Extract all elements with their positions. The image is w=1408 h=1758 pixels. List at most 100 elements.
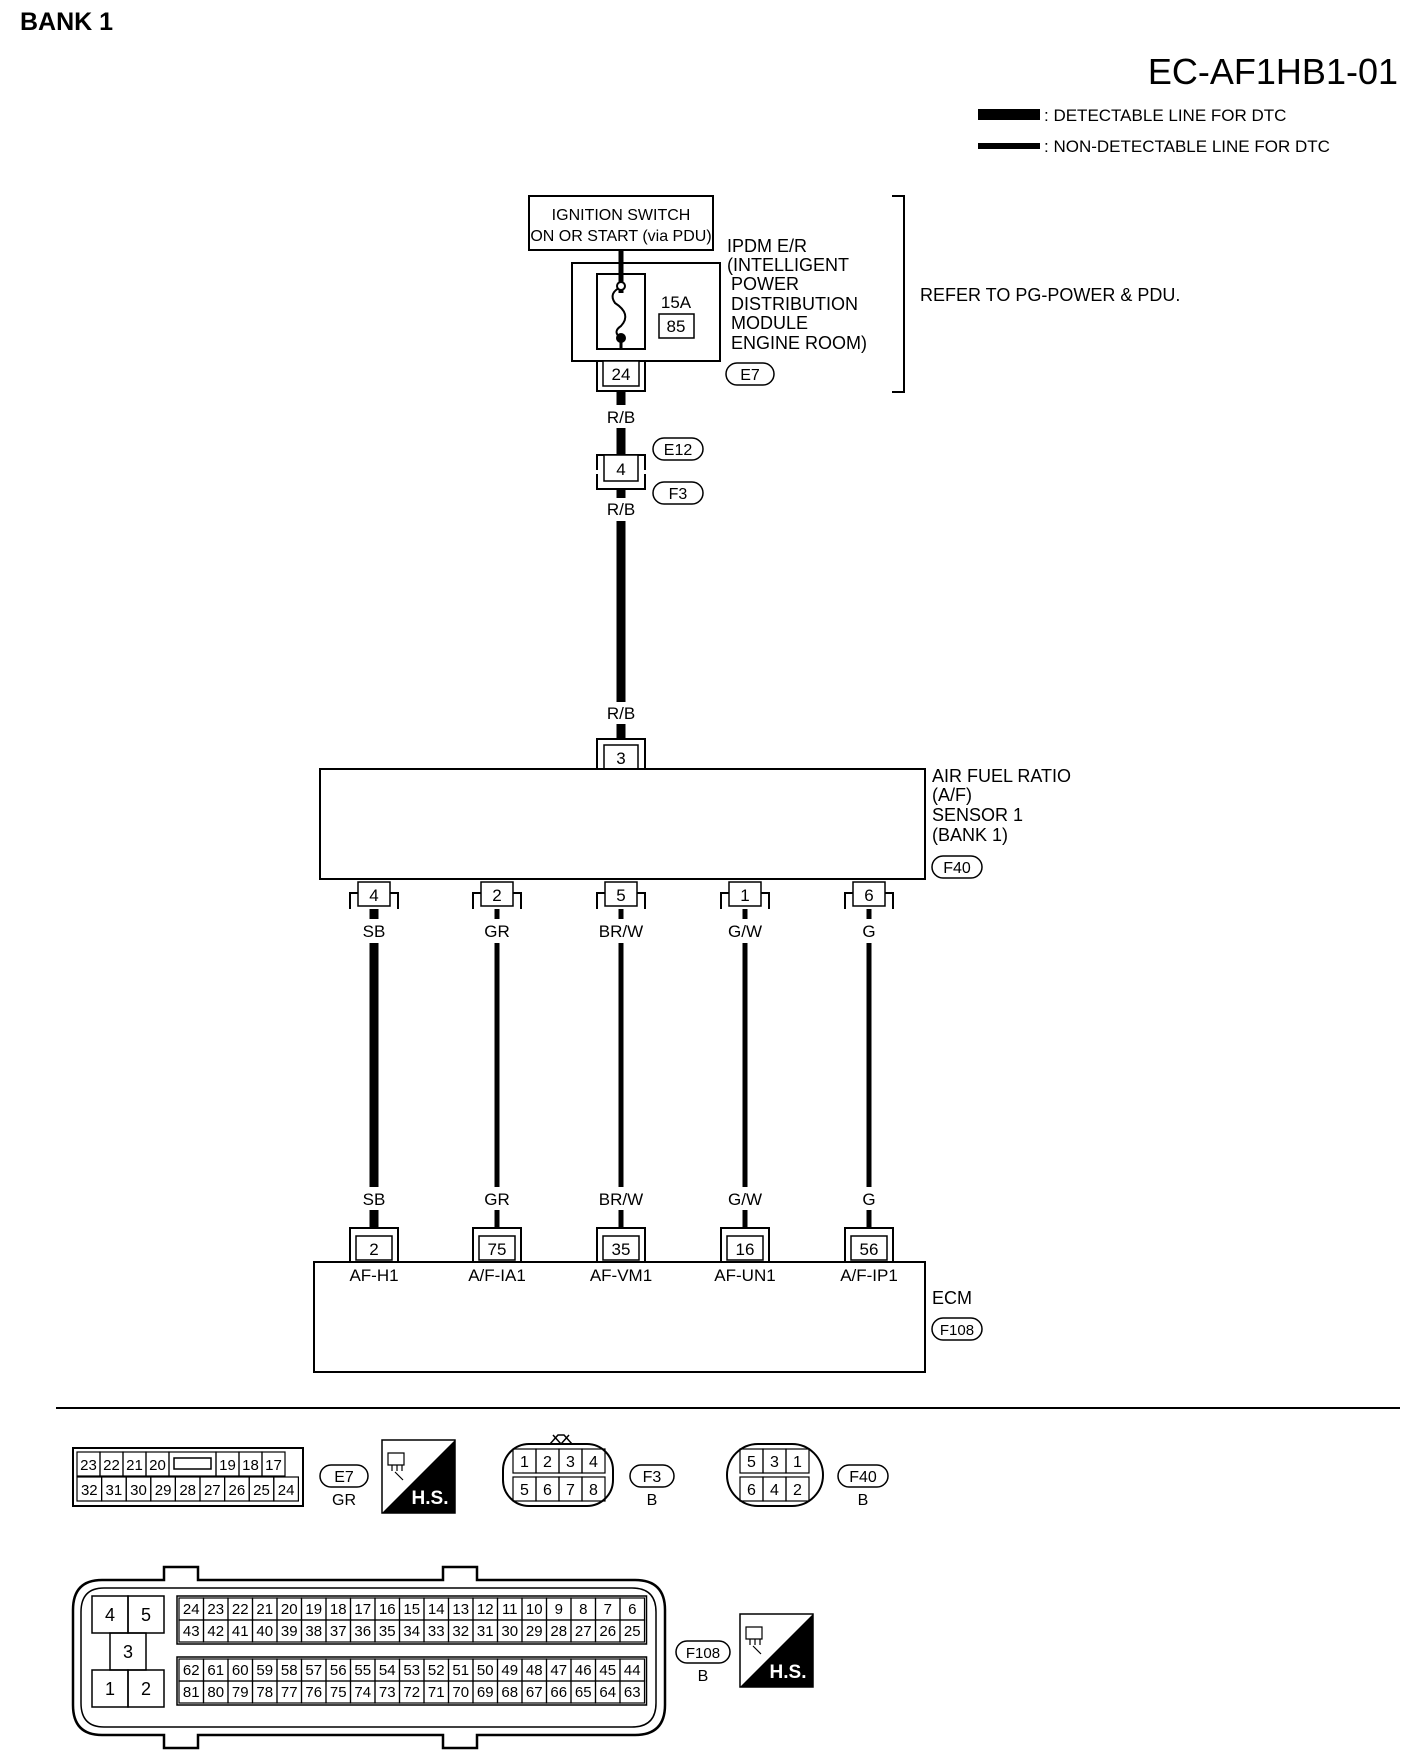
f108-terminal-number: 4 (105, 1605, 115, 1625)
e7-connector-id: E7 (334, 1469, 354, 1486)
hs-icon-label: H.S. (770, 1662, 807, 1683)
e7-terminal-cell (168, 1451, 217, 1477)
ipdm-terminal-box (602, 360, 640, 387)
f108-terminal-number: 80 (207, 1684, 224, 1701)
f108-upper-block (176, 1595, 648, 1645)
f40-terminal-number: 6 (747, 1482, 756, 1499)
f108-terminal-number: 66 (550, 1684, 567, 1701)
f3-terminal-number: 4 (589, 1454, 598, 1471)
refer-note: REFER TO PG-POWER & PDU. (920, 285, 1180, 305)
fuse-number: 85 (667, 317, 686, 336)
f3-terminal-cell (581, 1476, 606, 1502)
f108-terminal-number: 26 (599, 1623, 616, 1640)
ecm-pin-bracket (844, 1227, 894, 1262)
f108-terminal-number: 1 (105, 1679, 115, 1699)
e7-connector-badge (319, 1464, 369, 1488)
ecm-pin-number: 16 (736, 1240, 755, 1259)
f108-terminal-number: 43 (183, 1623, 200, 1640)
f108-terminal-number: 58 (281, 1662, 298, 1679)
harness-side-icon: H.S. (381, 1439, 456, 1514)
e7-terminal-number: 23 (80, 1457, 97, 1474)
e7-terminal-number: 29 (155, 1482, 172, 1499)
ipdm-line3: POWER (731, 274, 799, 294)
f108-terminal-number: 34 (403, 1623, 420, 1640)
f108-terminal-number: 54 (379, 1662, 396, 1679)
f108-terminal-number: 50 (477, 1662, 494, 1679)
f108-terminal-number: 31 (477, 1623, 494, 1640)
f108-terminal-number: 33 (428, 1623, 445, 1640)
f108-terminal-number: 42 (207, 1623, 224, 1640)
ecm-pin-bracket (720, 1227, 770, 1262)
wire-color-label-top: GR (484, 922, 510, 941)
ecm-pin-number: 2 (369, 1240, 378, 1259)
ecm-connector-id: F108 (940, 1322, 974, 1339)
e7-blank-slot (173, 1457, 212, 1470)
wire-color-label-top: BR/W (599, 922, 643, 941)
f108-terminal-number: 56 (330, 1662, 347, 1679)
e7-terminal-cell (261, 1451, 286, 1477)
f3-terminal-cell (581, 1448, 606, 1474)
f108-terminal-cell (619, 1680, 646, 1704)
ecm-pin-bracket (472, 1227, 522, 1262)
e7-terminal-number: 31 (106, 1482, 123, 1499)
f108-terminal-number: 23 (207, 1601, 224, 1618)
power-wire-color-bottom: R/B (607, 704, 635, 723)
f108-terminal-number: 63 (624, 1684, 641, 1701)
f108-terminal-number: 46 (575, 1662, 592, 1679)
ecm-pin-number: 35 (612, 1240, 631, 1259)
e7-terminal-number: 22 (103, 1457, 120, 1474)
f108-terminal-number: 81 (183, 1684, 200, 1701)
legend-non-detectable-text: : NON-DETECTABLE LINE FOR DTC (1044, 137, 1330, 156)
f3-key (549, 1434, 573, 1446)
f108-terminal-number: 39 (281, 1623, 298, 1640)
f108-terminal-number: 70 (452, 1684, 469, 1701)
f108-terminal-number: 77 (281, 1684, 298, 1701)
e7-terminal-number: 27 (204, 1482, 221, 1499)
f108-terminal-number: 36 (354, 1623, 371, 1640)
hs-icon-triangle (740, 1614, 813, 1687)
f108-terminal-number: 62 (183, 1662, 200, 1679)
ecm-pin-box (478, 1235, 516, 1261)
sensor-line2: (A/F) (932, 785, 972, 805)
sensor-connector-badge (931, 855, 983, 879)
f108-terminal-number: 52 (428, 1662, 445, 1679)
legend-detectable-text: : DETECTABLE LINE FOR DTC (1044, 106, 1286, 125)
f3-terminal-number: 7 (566, 1482, 575, 1499)
e7-terminal-number: 32 (81, 1482, 98, 1499)
ipdm-line4: DISTRIBUTION (731, 294, 858, 314)
ecm-connector-badge (931, 1317, 983, 1341)
f108-terminal-number: 18 (330, 1601, 347, 1618)
wire-color-label-bottom: SB (363, 1190, 386, 1209)
ipdm-line6: ENGINE ROOM) (731, 333, 867, 353)
f108-terminal-number: 60 (232, 1662, 249, 1679)
f3-terminal-number: 6 (543, 1482, 552, 1499)
diagram-code: EC-AF1HB1-01 (1148, 51, 1398, 92)
f108-terminal-number: 25 (624, 1623, 641, 1640)
f3-connector-id: F3 (643, 1469, 662, 1486)
f108-terminal-number: 8 (579, 1601, 587, 1618)
sensor-pin-number: 5 (616, 886, 625, 905)
f108-terminal-number: 53 (403, 1662, 420, 1679)
f108-terminal-number: 11 (502, 1601, 518, 1618)
wire-color-label-top: G/W (728, 922, 762, 941)
e7-terminal-number: 24 (278, 1482, 295, 1499)
junction-connector: 4 E12 F3 (596, 437, 704, 505)
f3-terminal-number: 2 (543, 1454, 552, 1471)
hs-icon-connector-glyph (387, 1452, 405, 1481)
f108-terminal-number: 22 (232, 1601, 249, 1618)
e7-body (72, 1447, 304, 1507)
f108-terminal-number: 73 (379, 1684, 396, 1701)
ipdm-terminal-number: 24 (612, 365, 631, 384)
legend-non-detectable-swatch (978, 143, 1040, 149)
f40-terminal-number: 4 (770, 1482, 779, 1499)
f40-connector-id: F40 (849, 1469, 877, 1486)
af-sensor: 3 AIR FUEL RATIO (A/F) SENSOR 1 (BANK 1)… (319, 738, 1071, 880)
junction-connector-id-bottom: F3 (669, 486, 688, 503)
f108-terminal-number: 45 (599, 1662, 616, 1679)
ignition-switch-line1: IGNITION SWITCH (552, 207, 691, 224)
ecm-pin-bracket (596, 1227, 646, 1262)
